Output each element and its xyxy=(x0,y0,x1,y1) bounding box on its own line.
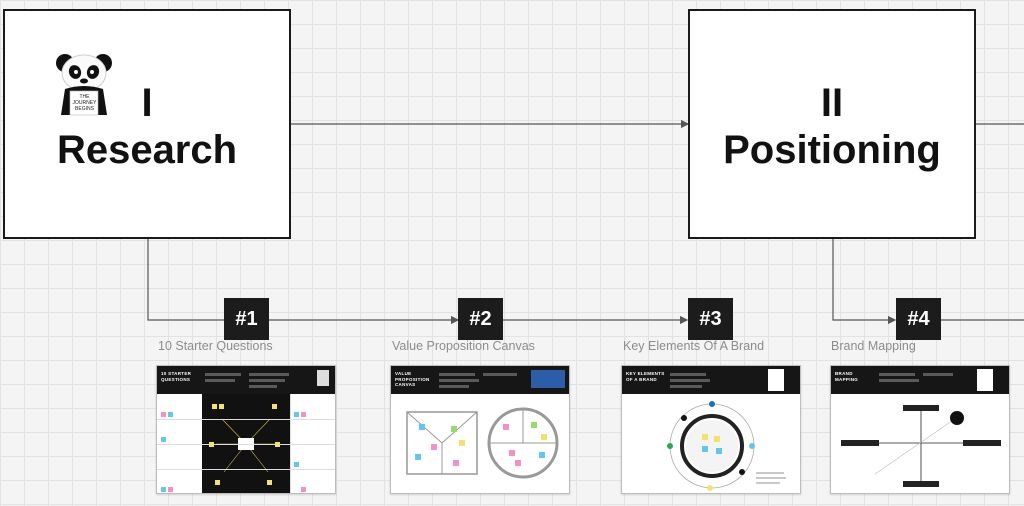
board-header: 10 STARTER QUESTIONS xyxy=(157,366,335,394)
key-elements-board[interactable]: KEY ELEMENTS OF A BRAND xyxy=(621,365,801,494)
journey-sign-text: THE JOURNEY BEGINS xyxy=(72,94,97,112)
step-badge-1[interactable]: #1 xyxy=(224,298,269,340)
board-title: VALUE PROPOSITION CANVAS xyxy=(395,371,430,387)
step-label-4: Brand Mapping xyxy=(831,339,916,353)
question-grid xyxy=(157,394,335,493)
positioning-map-diagram xyxy=(841,405,1001,487)
board-title: 10 STARTER QUESTIONS xyxy=(161,371,192,382)
profile-card-icon xyxy=(768,369,784,391)
research-title: Research xyxy=(56,128,238,172)
board-header: BRAND MAPPING xyxy=(831,366,1009,394)
board-title: KEY ELEMENTS OF A BRAND xyxy=(626,371,665,382)
connector-research-to-step1 xyxy=(147,238,224,321)
board-header: KEY ELEMENTS OF A BRAND xyxy=(622,366,800,394)
board-title: BRAND MAPPING xyxy=(835,371,859,382)
step-badge-2[interactable]: #2 xyxy=(458,298,503,340)
research-frame[interactable]: THE JOURNEY BEGINS I Research xyxy=(3,9,291,239)
connector-positioning-to-step4 xyxy=(832,238,897,325)
positioning-title: Positioning xyxy=(723,128,941,172)
document-thumbnail-icon xyxy=(977,369,993,391)
research-numeral: I xyxy=(141,81,153,125)
video-thumbnail-icon xyxy=(531,370,565,388)
thumbnail-icon xyxy=(317,370,329,386)
panda-mascot-icon: THE JOURNEY BEGINS xyxy=(51,51,117,117)
brand-mapping-board[interactable]: BRAND MAPPING xyxy=(830,365,1010,494)
step-label-2: Value Proposition Canvas xyxy=(392,339,535,353)
positioning-frame[interactable]: II Positioning xyxy=(688,9,976,239)
value-proposition-board[interactable]: VALUE PROPOSITION CANVAS xyxy=(390,365,570,494)
step-label-1: 10 Starter Questions xyxy=(158,339,273,353)
step-label-3: Key Elements Of A Brand xyxy=(623,339,765,353)
positioning-numeral: II xyxy=(820,81,844,125)
board-header: VALUE PROPOSITION CANVAS xyxy=(391,366,569,394)
step-badge-3[interactable]: #3 xyxy=(688,298,733,340)
canvas-diagram xyxy=(406,407,559,479)
step-badge-4[interactable]: #4 xyxy=(896,298,941,340)
starter-questions-board[interactable]: 10 STARTER QUESTIONS xyxy=(156,365,336,494)
brand-elements-diagram xyxy=(667,401,786,491)
